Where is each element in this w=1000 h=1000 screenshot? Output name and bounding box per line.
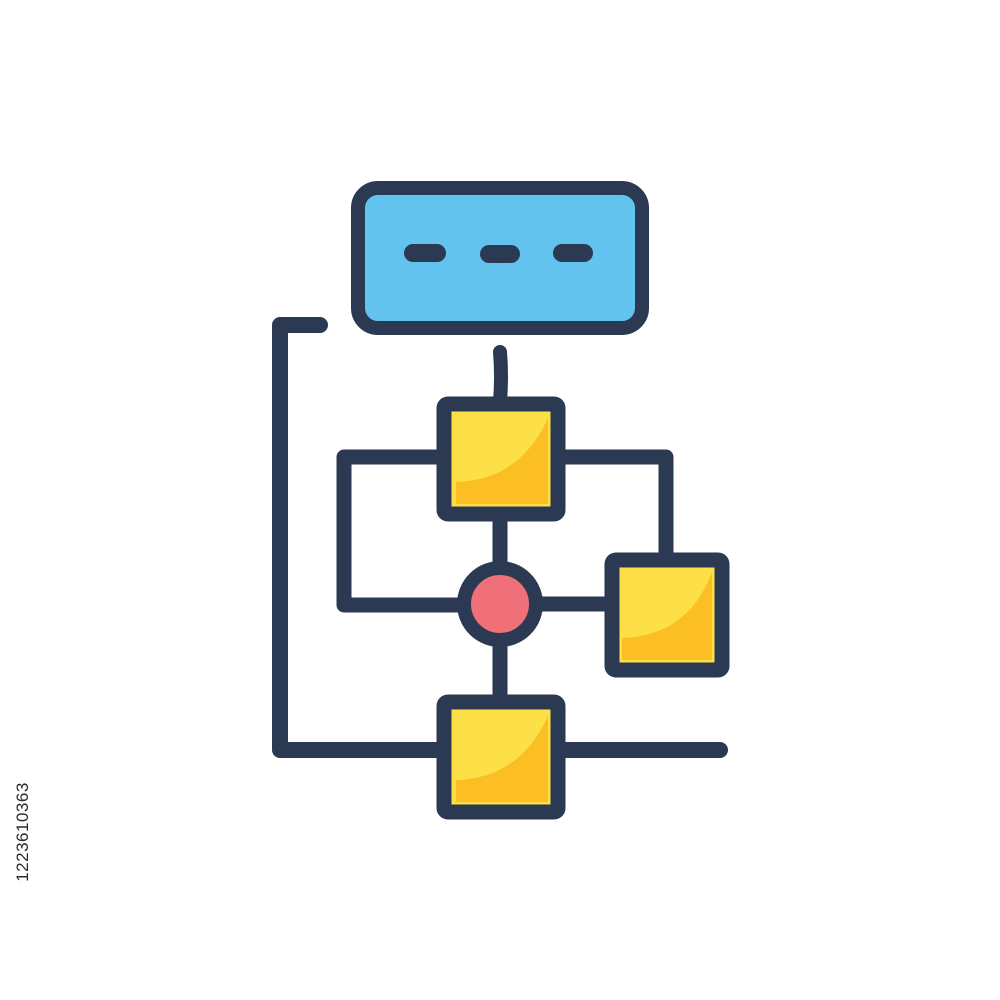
decision-node (457, 561, 543, 647)
stock-id-text: 1223610363 (13, 782, 33, 882)
left-branch-line (336, 449, 470, 613)
process-box-bottom (436, 694, 566, 820)
ellipsis-icon (404, 244, 593, 263)
process-box-top (436, 396, 566, 522)
process-box-right (604, 552, 730, 678)
stock-id-label: 1223610363 (8, 752, 38, 912)
feedback-bracket-line (272, 317, 453, 758)
header-block (351, 181, 649, 335)
header-stem-line (493, 345, 508, 409)
connector-lines (272, 317, 728, 758)
right-branch-line (552, 449, 674, 563)
